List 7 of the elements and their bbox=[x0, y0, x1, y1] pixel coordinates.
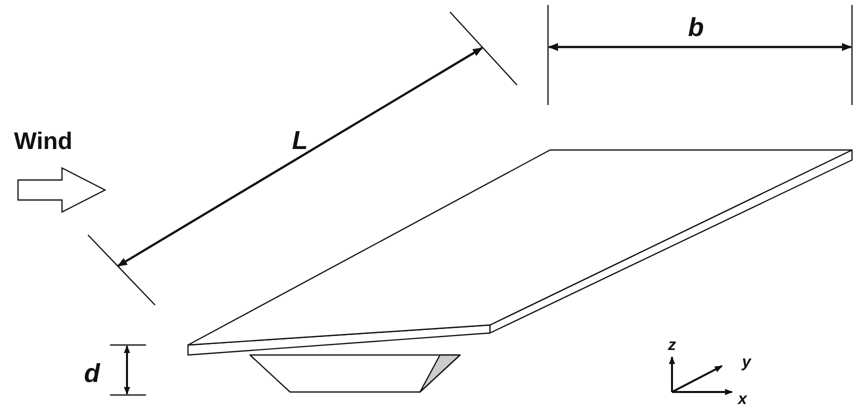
axis-label: z bbox=[668, 338, 676, 354]
dimension-label: d bbox=[84, 360, 100, 386]
wind-label: Wind bbox=[14, 130, 72, 154]
dimension-label: b bbox=[688, 14, 704, 40]
axis-label: x bbox=[738, 392, 747, 408]
axis-label: y bbox=[742, 355, 751, 371]
dimension-label: L bbox=[292, 127, 308, 153]
